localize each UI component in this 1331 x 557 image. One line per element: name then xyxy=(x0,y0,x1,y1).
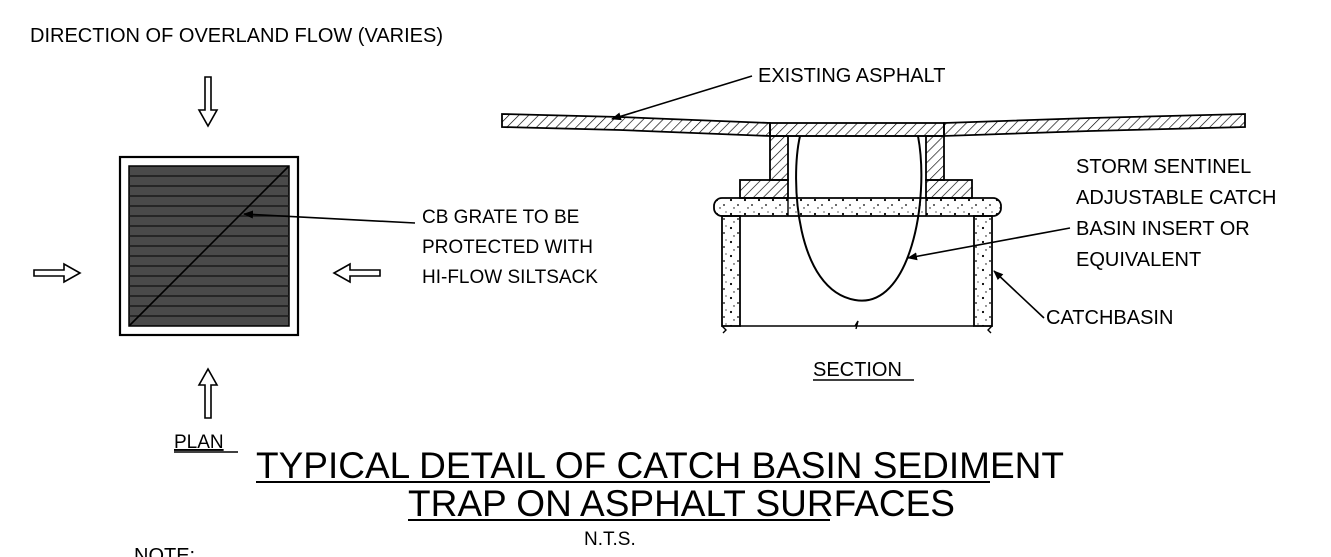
insert-label-line-4: EQUIVALENT xyxy=(1076,249,1201,271)
note-label: NOTE: xyxy=(134,545,195,557)
flow-arrow-right-icon xyxy=(33,262,82,284)
asphalt-leader xyxy=(611,75,753,121)
insert-label-line-2: ADJUSTABLE CATCH xyxy=(1076,187,1276,209)
section-view-label: SECTION xyxy=(813,359,902,381)
asphalt-label: EXISTING ASPHALT xyxy=(758,65,945,87)
plan-view-label: PLAN xyxy=(174,432,224,453)
flow-arrow-up-icon xyxy=(197,367,219,419)
title-line-2: TRAP ON ASPHALT SURFACES xyxy=(408,483,955,524)
flow-arrow-down-icon xyxy=(197,76,219,128)
siltsack-insert xyxy=(795,135,923,302)
insert-label-line-3: BASIN INSERT OR xyxy=(1076,218,1250,240)
flow-direction-label: DIRECTION OF OVERLAND FLOW (VARIES) xyxy=(30,25,443,47)
scale-label: N.T.S. xyxy=(584,529,636,550)
catchbasin-label: CATCHBASIN xyxy=(1046,307,1173,329)
insert-label-line-1: STORM SENTINEL xyxy=(1076,156,1251,178)
catchbasin-walls xyxy=(721,215,993,334)
flow-arrow-left-icon xyxy=(332,262,381,284)
catchbasin-leader xyxy=(993,270,1045,319)
grate-note-line-3: HI-FLOW SILTSACK xyxy=(422,267,598,288)
existing-asphalt xyxy=(501,113,1246,137)
cb-grate-plan xyxy=(118,155,300,337)
grate-note-line-1: CB GRATE TO BE xyxy=(422,207,579,228)
catchbasin-slab xyxy=(713,197,1002,217)
grate-note-leader xyxy=(243,210,416,224)
grate-note-line-2: PROTECTED WITH xyxy=(422,237,593,258)
insert-leader xyxy=(907,227,1071,261)
insert-frame xyxy=(739,135,973,199)
title-line-1: TYPICAL DETAIL OF CATCH BASIN SEDIMENT xyxy=(256,445,1064,486)
